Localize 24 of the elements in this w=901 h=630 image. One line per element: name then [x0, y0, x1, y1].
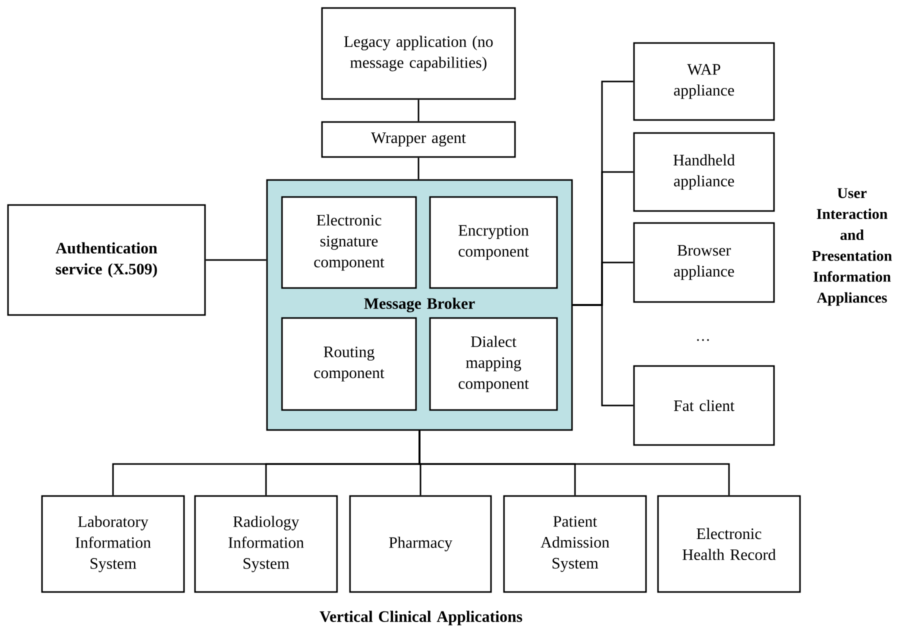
agent-box: Wrapper agent: [321, 121, 516, 158]
system-box: Electronic Health Record: [657, 495, 801, 593]
system-box: Radiology Information System: [194, 495, 338, 593]
application-box: Legacy application (no message capabilities): [321, 7, 516, 100]
system-box: Pharmacy: [349, 495, 492, 593]
system-box: Handheld appliance: [633, 132, 775, 212]
system-box: WAP appliance: [633, 42, 775, 121]
component-box: Dialect mapping component: [429, 317, 558, 411]
system-box: Laboratory Information System: [41, 495, 185, 593]
connector-line: [418, 430, 730, 496]
component-box: Routing component: [281, 317, 417, 411]
system-box: Fat client: [633, 365, 775, 446]
component-box: Encryption component: [429, 196, 558, 289]
connector-line: [418, 158, 420, 180]
ellipsis: …: [697, 339, 709, 341]
group-label: User Interaction and Presentation Information Appliances: [812, 188, 892, 306]
connector-line: [206, 259, 266, 261]
component-box: Electronic signature component: [281, 196, 417, 289]
connector-line: [572, 304, 634, 406]
service-box: Authentication service (X.509): [7, 204, 206, 316]
system-box: Patient Admission System: [503, 495, 647, 593]
connector-line: [418, 100, 420, 122]
group-label: Vertical Clinical Applications: [320, 610, 522, 626]
system-box: Browser appliance: [633, 222, 775, 303]
